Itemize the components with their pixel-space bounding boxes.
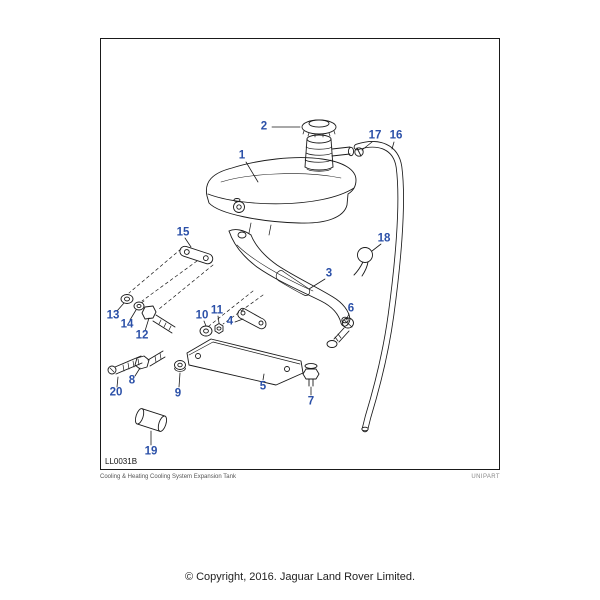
screw-20 [107,355,143,375]
lower-bracket [186,338,304,386]
upper-bracket [228,229,351,327]
brand-label: UNIPART [471,474,500,480]
link-plate [237,307,267,330]
callout-5: 5 [259,380,267,393]
bolt-8 [134,350,166,370]
callout-17: 17 [368,129,382,142]
filler-cap [301,119,337,138]
callout-14: 14 [120,318,134,331]
callout-6: 6 [347,302,355,315]
callout-11: 11 [210,304,224,317]
caption-bar: Cooling & Heating Cooling System Expansi… [100,474,500,480]
callout-19: 19 [144,445,158,458]
projection-lines [128,248,264,327]
callout-12: 12 [135,329,149,342]
bolt-6 [326,317,354,348]
leader-lines [116,126,395,446]
retaining-clip [353,247,373,277]
callout-7: 7 [307,395,315,408]
diagram-caption: Cooling & Heating Cooling System Expansi… [100,474,236,480]
spacer-19 [134,408,168,432]
washer-13 [120,294,134,304]
exploded-view-art [107,119,404,446]
callout-2: 2 [260,120,268,133]
callout-15: 15 [176,226,190,239]
washer-14 [133,300,145,311]
nut-11 [214,323,224,334]
callout-16: 16 [389,129,403,142]
callout-8: 8 [128,374,136,387]
callout-1: 1 [238,149,246,162]
hose-clips [331,146,364,157]
callout-13: 13 [106,309,120,322]
callout-4: 4 [226,315,234,328]
callout-10: 10 [195,309,209,322]
callout-18: 18 [377,232,391,245]
grommet-9 [174,360,186,372]
bolt-12 [141,305,176,334]
drawing-code: LL0031B [105,457,138,466]
copyright-text: © Copyright, 2016. Jaguar Land Rover Lim… [184,571,416,583]
bolt-7 [302,363,320,387]
callout-3: 3 [325,267,333,280]
callout-9: 9 [174,387,182,400]
overflow-hose [353,141,404,433]
callout-20: 20 [109,386,123,399]
expansion-tank [205,157,357,236]
filler-neck [304,134,334,172]
